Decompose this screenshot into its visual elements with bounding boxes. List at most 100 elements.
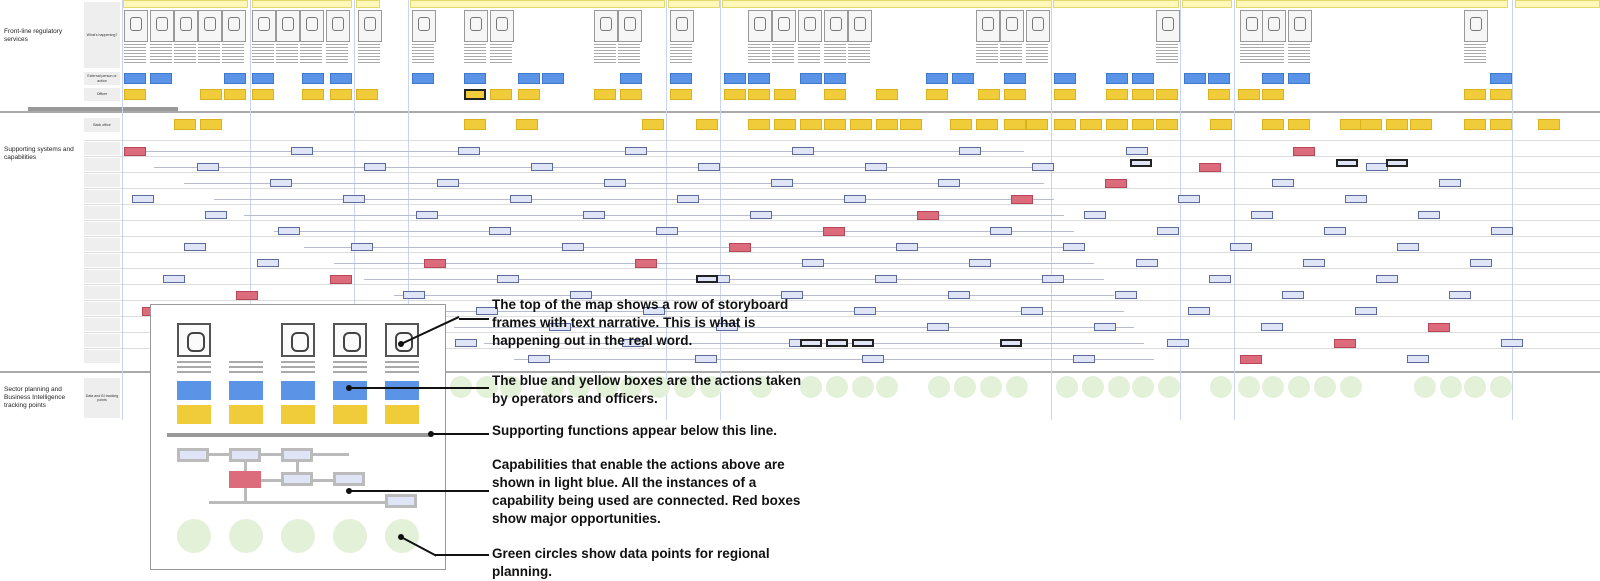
back-office-box [696, 119, 718, 130]
back-office-box [1210, 119, 1232, 130]
storyboard-frame [150, 10, 174, 42]
annotation-capabilities: Capabilities that enable the actions abo… [492, 457, 801, 526]
operator-action-box [1490, 73, 1512, 84]
narrative-text [798, 44, 820, 64]
officer-action-box [1490, 89, 1512, 100]
capability-box [1407, 355, 1429, 363]
legend-capability-box [177, 448, 209, 462]
capability-box [1032, 163, 1054, 171]
officer-action-box [1262, 89, 1284, 100]
storyboard-frame [276, 10, 300, 42]
data-point-circle [1490, 376, 1512, 398]
legend-yellow-box [281, 405, 315, 424]
storyboard-frame [1262, 10, 1286, 42]
operator-action-box [518, 73, 540, 84]
officer-action-box [200, 89, 222, 100]
capability-box [1272, 179, 1294, 187]
back-office-box [1464, 119, 1486, 130]
back-office-box [642, 119, 664, 130]
operator-action-box [464, 73, 486, 84]
narrative-text [1156, 44, 1178, 64]
capability-row-divider [84, 236, 1600, 237]
capability-box [1303, 259, 1325, 267]
legend-support-line [167, 433, 431, 437]
legend-capability-connector [209, 453, 349, 456]
annotation-actions: The blue and yellow boxes are the action… [492, 373, 802, 406]
capability-box [1063, 243, 1085, 251]
capability-box [677, 195, 699, 203]
officer-action-box [620, 89, 642, 100]
phase-header [1053, 0, 1179, 8]
operator-action-box [412, 73, 434, 84]
storyboard-frame [848, 10, 872, 42]
capability-box-highlighted [1130, 159, 1152, 167]
legend-narrative [333, 361, 367, 375]
capability-box [1251, 211, 1273, 219]
capability-box [771, 179, 793, 187]
operator-action-box [302, 73, 324, 84]
legend-yellow-box [333, 405, 367, 424]
back-office-box [1156, 119, 1178, 130]
back-office-box [1026, 119, 1048, 130]
row-label-data-bi: Data and BI tracking points [84, 378, 120, 418]
capability-row-divider [84, 220, 1600, 221]
data-point-circle [928, 376, 950, 398]
capability-row-divider [84, 268, 1600, 269]
capability-box [865, 163, 887, 171]
narrative-text [326, 44, 348, 64]
capability-box [1021, 307, 1043, 315]
legend-yellow-box [385, 405, 419, 424]
opportunity-box [729, 243, 751, 252]
capability-box [1449, 291, 1471, 299]
back-office-box [1340, 119, 1362, 130]
back-office-box [950, 119, 972, 130]
narrative-text [1464, 44, 1486, 64]
leader-line-capabilities [349, 490, 489, 492]
phase-divider [122, 0, 123, 420]
capability-box [364, 163, 386, 171]
legend-green-circle [229, 519, 263, 553]
data-point-circle [980, 376, 1002, 398]
capability-box [875, 275, 897, 283]
capability-box [1491, 227, 1513, 235]
legend-narrative [385, 361, 419, 375]
capability-box [278, 227, 300, 235]
data-point-circle [826, 376, 848, 398]
back-office-box [976, 119, 998, 130]
narrative-text [300, 44, 322, 64]
capability-row-divider [84, 204, 1600, 205]
data-point-circle [1238, 376, 1260, 398]
capability-row-label [84, 190, 120, 203]
row-label-whats-happening: What's happening? [84, 2, 120, 68]
operator-action-box [150, 73, 172, 84]
legend-blue-box [229, 381, 263, 400]
narrative-text [412, 44, 434, 64]
legend-capability-box [333, 472, 365, 486]
capability-row-divider [84, 140, 1600, 141]
data-point-circle [852, 376, 874, 398]
legend-red-box [229, 471, 261, 488]
data-point-circle [800, 376, 822, 398]
data-point-circle [750, 376, 772, 398]
storyboard-frame [772, 10, 796, 42]
back-office-box [1538, 119, 1560, 130]
data-point-circle [1314, 376, 1336, 398]
capability-box [1126, 147, 1148, 155]
legend-narrative [177, 361, 211, 375]
data-point-circle [1440, 376, 1462, 398]
narrative-text [848, 44, 870, 64]
capability-box [184, 243, 206, 251]
officer-action-box [490, 89, 512, 100]
capability-box [695, 355, 717, 363]
operator-action-box [800, 73, 822, 84]
data-point-circle [1056, 376, 1078, 398]
capability-box [862, 355, 884, 363]
capability-connector [124, 151, 1024, 152]
storyboard-frame [412, 10, 436, 42]
back-office-box [1410, 119, 1432, 130]
narrative-text [150, 44, 172, 64]
storyboard-frame [1240, 10, 1264, 42]
narrative-text [618, 44, 640, 64]
capability-box [562, 243, 584, 251]
capability-box [1167, 339, 1189, 347]
